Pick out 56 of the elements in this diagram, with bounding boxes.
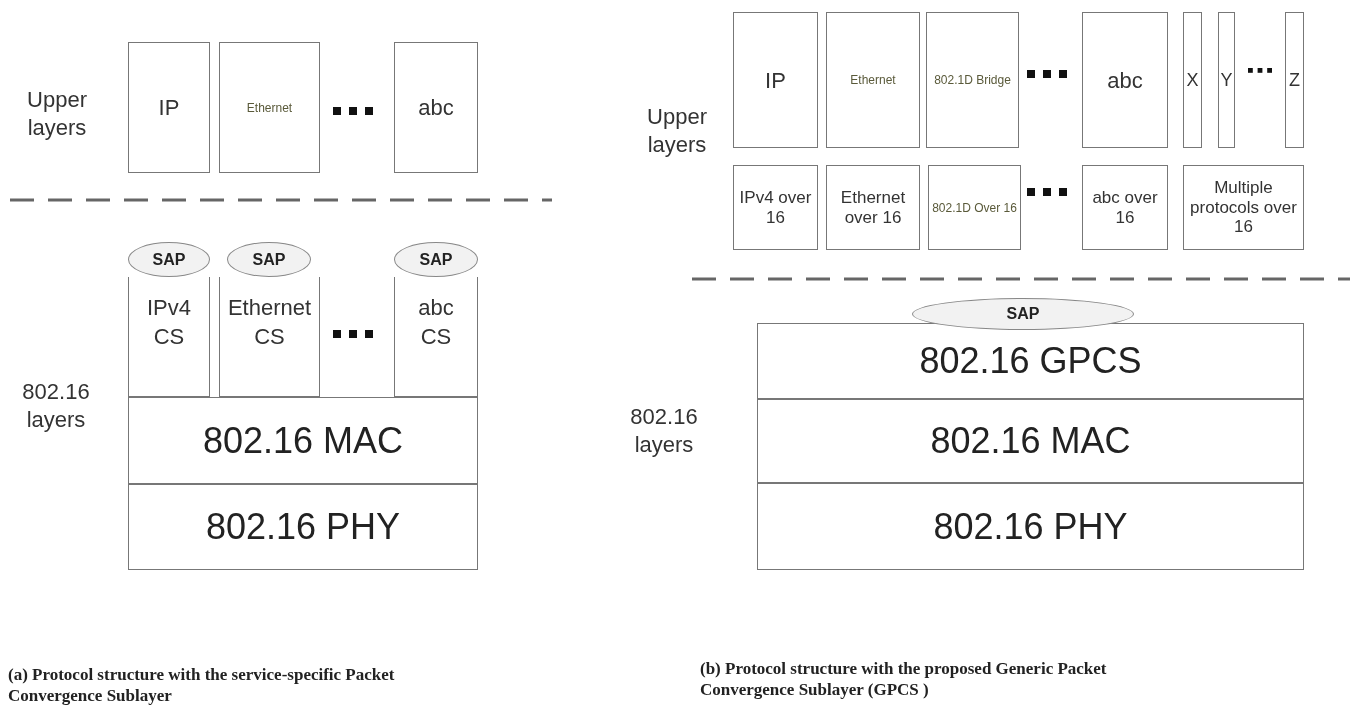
- protocol-box: [1285, 12, 1304, 148]
- node-label: Ethernet CS: [226, 294, 313, 351]
- convergence-sublayer-box: [394, 277, 478, 397]
- node-label: 802.16 MAC: [929, 419, 1132, 463]
- node-label: Y: [1219, 68, 1234, 92]
- layer-label: 802.16 layers: [629, 403, 699, 458]
- node-label: 802.1D Bridge: [933, 72, 1012, 89]
- node-label: X: [1185, 68, 1200, 92]
- protocol-box: [1082, 165, 1168, 250]
- protocol-box: [394, 42, 478, 173]
- protocol-box: [128, 42, 210, 173]
- node-label: Ethernet: [849, 72, 897, 89]
- layer-box: [757, 483, 1304, 570]
- convergence-sublayer-box: [128, 277, 210, 397]
- layer-label: Upper layers: [26, 86, 88, 141]
- protocol-box: [1183, 12, 1202, 148]
- protocol-box: [1218, 12, 1235, 148]
- protocol-box: [733, 12, 818, 148]
- node-label: IP: [157, 94, 181, 122]
- node-label: IPv4 over 16: [738, 187, 813, 228]
- node-label: SAP: [151, 249, 187, 270]
- protocol-box: [826, 165, 920, 250]
- layer-box: [757, 323, 1304, 399]
- node-label: SAP: [1005, 304, 1041, 324]
- node-label: abc: [417, 94, 455, 122]
- node-label: 802.16 MAC: [201, 418, 405, 463]
- layer-box: [128, 484, 478, 570]
- node-label: Ethernet over 16: [839, 187, 907, 228]
- node-label: 802.16 PHY: [932, 504, 1129, 549]
- node-label: 802.1D Over 16: [931, 199, 1018, 217]
- protocol-box: [928, 165, 1021, 250]
- node-label: abc over 16: [1091, 187, 1159, 228]
- figure-caption: (b) Protocol structure with the proposed Generic Packet Convergence Sublayer (GPCS ): [700, 658, 1108, 701]
- node-label: abc CS: [417, 294, 455, 351]
- protocol-box: [1082, 12, 1168, 148]
- protocol-box: [926, 12, 1019, 148]
- protocol-box: [826, 12, 920, 148]
- node-label: Ethernet: [245, 99, 294, 117]
- node-label: SAP: [251, 249, 287, 270]
- node-label: Z: [1288, 68, 1301, 92]
- node-label: IP: [764, 66, 787, 95]
- layer-label: Upper layers: [646, 103, 708, 158]
- node-label: Multiple protocols over 16: [1189, 178, 1298, 237]
- node-label: 802.16 PHY: [204, 505, 402, 549]
- layer-label: 802.16 layers: [21, 378, 91, 433]
- protocol-box: [733, 165, 818, 250]
- node-label: abc: [1106, 66, 1144, 95]
- node-label: SAP: [418, 249, 454, 270]
- protocol-box: [219, 42, 320, 173]
- figure-caption: (a) Protocol structure with the service-specific Packet Convergence Sublayer: [8, 664, 396, 707]
- protocol-box: [1183, 165, 1304, 250]
- layer-box: [757, 399, 1304, 483]
- node-label: IPv4 CS: [146, 294, 192, 351]
- layer-box: [128, 397, 478, 484]
- node-label: 802.16 GPCS: [918, 339, 1143, 383]
- convergence-sublayer-box: [219, 277, 320, 397]
